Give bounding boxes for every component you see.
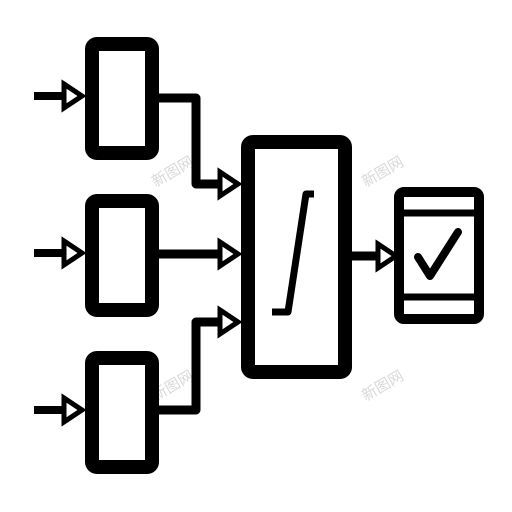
- arrowhead-top-to-integrator: [217, 167, 243, 201]
- connector-arrowheads: [217, 167, 401, 339]
- arrowhead-bottom-to-integrator: [217, 305, 243, 339]
- arrowhead-to-output: [375, 239, 401, 273]
- input-block-middle: [85, 194, 159, 317]
- watermark-2: 新图网: [359, 153, 407, 191]
- connector-top: [158, 93, 222, 189]
- checkmark-icon: [414, 228, 462, 280]
- connectors: [158, 93, 380, 415]
- connector-bottom: [158, 317, 222, 415]
- watermark-4: 新图网: [359, 367, 407, 405]
- input-arrowhead-middle: [61, 236, 87, 270]
- watermark-1: 新图网: [149, 153, 197, 191]
- arrowhead-middle-to-integrator: [217, 237, 243, 271]
- integral-icon: [272, 190, 314, 316]
- input-arrowhead-bottom: [61, 393, 87, 427]
- input-arrowhead-top: [61, 79, 87, 113]
- input-block-top: [85, 37, 159, 160]
- input-blocks: [85, 37, 159, 474]
- input-arrows: [34, 79, 87, 427]
- input-block-bottom: [85, 351, 159, 474]
